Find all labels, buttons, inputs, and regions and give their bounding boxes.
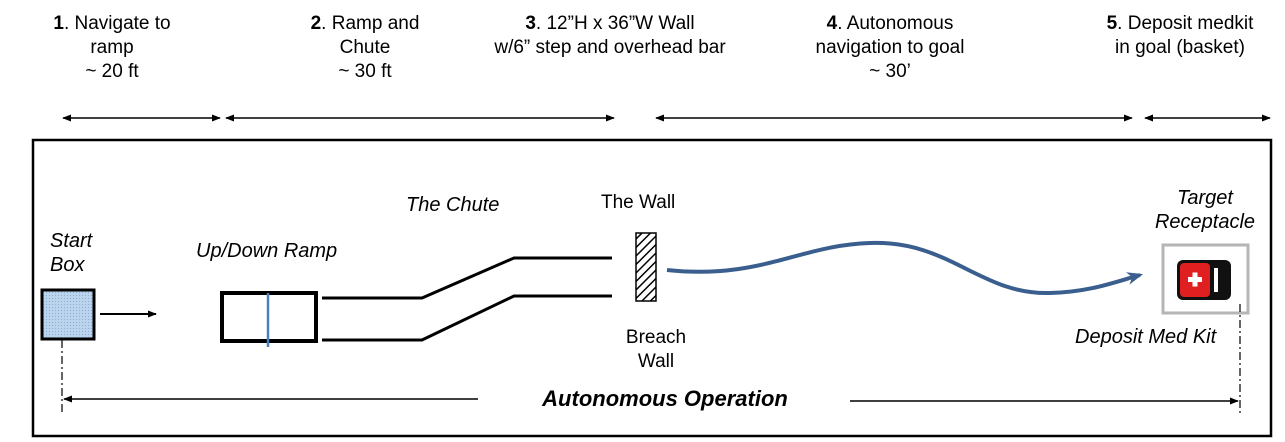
deposit-med-kit-label: Deposit Med Kit [1075,326,1217,348]
start-box-label: Start Box [50,230,93,276]
stage-4-header: 4. Autonomous navigation to goal ~ 30’ [815,13,965,82]
course-frame [31,138,1273,438]
autonomous-operation-label: Autonomous Operation [480,386,850,412]
stage-3-header: 3. 12”H x 36”W Wall w/6” step and overhe… [494,13,726,58]
chute-lower-wall [322,294,612,342]
ramp-label: Up/Down Ramp [196,240,338,262]
stage-2-header: 2. Ramp and Chute ~ 30 ft [310,13,420,82]
stage-1-header: 1. Navigate to ramp ~ 20 ft [53,13,171,82]
stage-5-header: 5. Deposit medkit in goal (basket) [1106,13,1254,58]
target-receptacle-label: Target Receptacle [1154,187,1256,233]
chute-upper-wall [322,256,612,300]
breach-wall-label: Breach Wall [625,327,687,372]
the-wall [635,232,657,302]
start-box [40,288,96,341]
chute-label: The Chute [406,194,500,216]
wall-label: The Wall [601,192,676,213]
autonomous-path [666,240,1144,296]
